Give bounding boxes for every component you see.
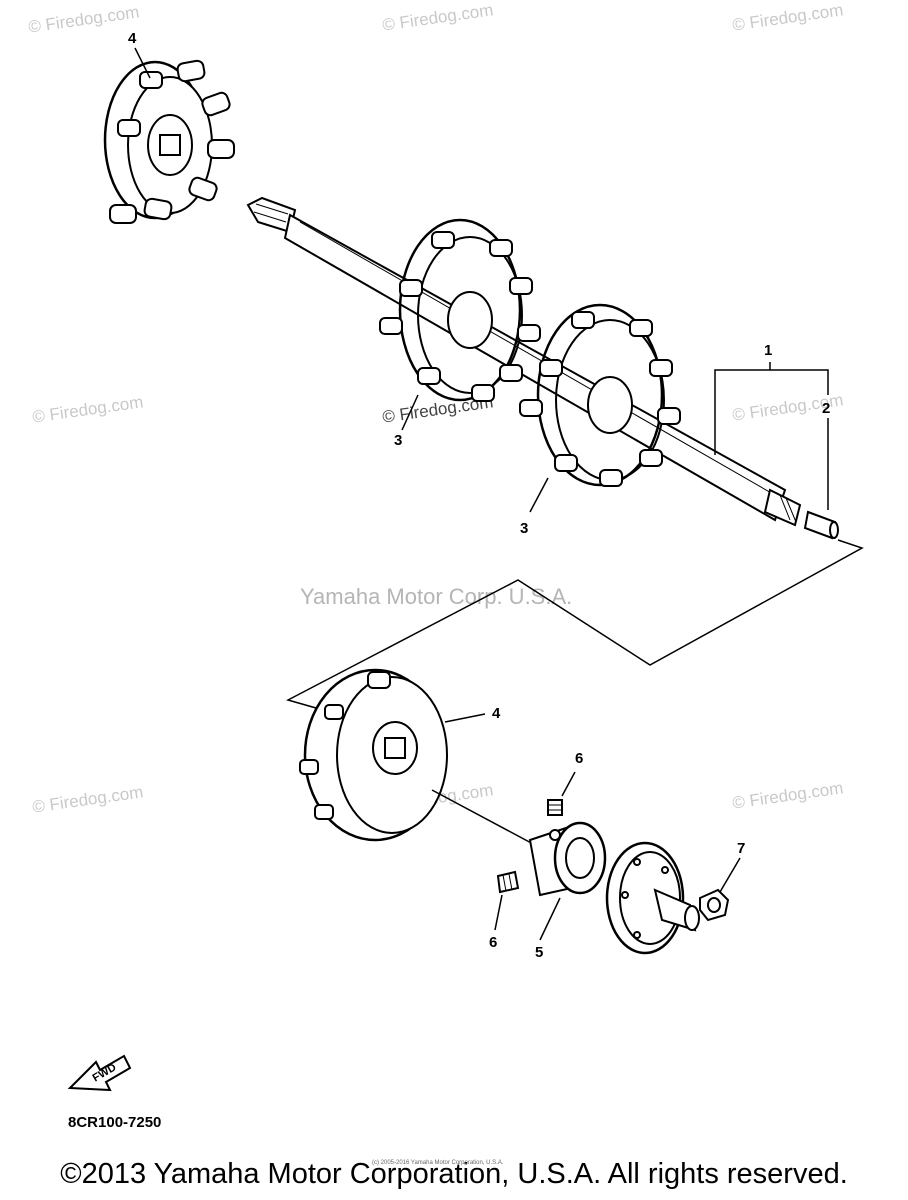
callout-7: 7 bbox=[737, 840, 746, 857]
callout-1: 1 bbox=[764, 342, 773, 359]
outer-sprocket-wheel-top bbox=[103, 59, 235, 224]
axle-plug bbox=[803, 510, 839, 540]
nut bbox=[699, 888, 730, 922]
leader-3-right bbox=[529, 477, 549, 513]
flange-hub bbox=[605, 841, 700, 955]
drive-axle bbox=[246, 196, 802, 527]
fwd-arrow-icon bbox=[67, 1054, 132, 1092]
small-copyright: (c) 2005-2016 Yamaha Motor Corporation, … bbox=[372, 1160, 504, 1166]
explode-line bbox=[285, 539, 864, 713]
set-screw-bottom bbox=[496, 870, 520, 894]
copyright-notice: ©2013 Yamaha Motor Corporation, U.S.A. A… bbox=[60, 1158, 848, 1190]
callout-3-right: 3 bbox=[520, 520, 529, 537]
callout-5: 5 bbox=[535, 944, 544, 961]
drive-sprocket-right bbox=[519, 303, 681, 487]
leader-4-top bbox=[134, 47, 151, 79]
callout-3-left: 3 bbox=[394, 432, 403, 449]
drive-sprocket-left bbox=[379, 218, 541, 402]
leader-3-left bbox=[401, 394, 419, 431]
set-screw-top bbox=[547, 799, 563, 816]
callout-6-bottom: 6 bbox=[489, 934, 498, 951]
callout-4-bottom: 4 bbox=[492, 705, 501, 722]
leader-4-bottom bbox=[444, 713, 486, 723]
callout-4-top: 4 bbox=[128, 30, 137, 47]
leader-6-top bbox=[561, 771, 576, 797]
bracket-1-2 bbox=[714, 369, 829, 455]
part-code: 8CR100-7250 bbox=[68, 1114, 162, 1131]
outer-sprocket-wheel-bottom bbox=[299, 668, 536, 846]
callout-6-top: 6 bbox=[575, 750, 584, 767]
callout-2: 2 bbox=[822, 400, 831, 417]
bearing bbox=[528, 821, 607, 897]
leader-7 bbox=[719, 857, 741, 893]
center-watermark: Yamaha Motor Corp. U.S.A. bbox=[300, 584, 573, 609]
leader-6-bottom bbox=[494, 894, 503, 931]
leader-5 bbox=[539, 897, 561, 941]
